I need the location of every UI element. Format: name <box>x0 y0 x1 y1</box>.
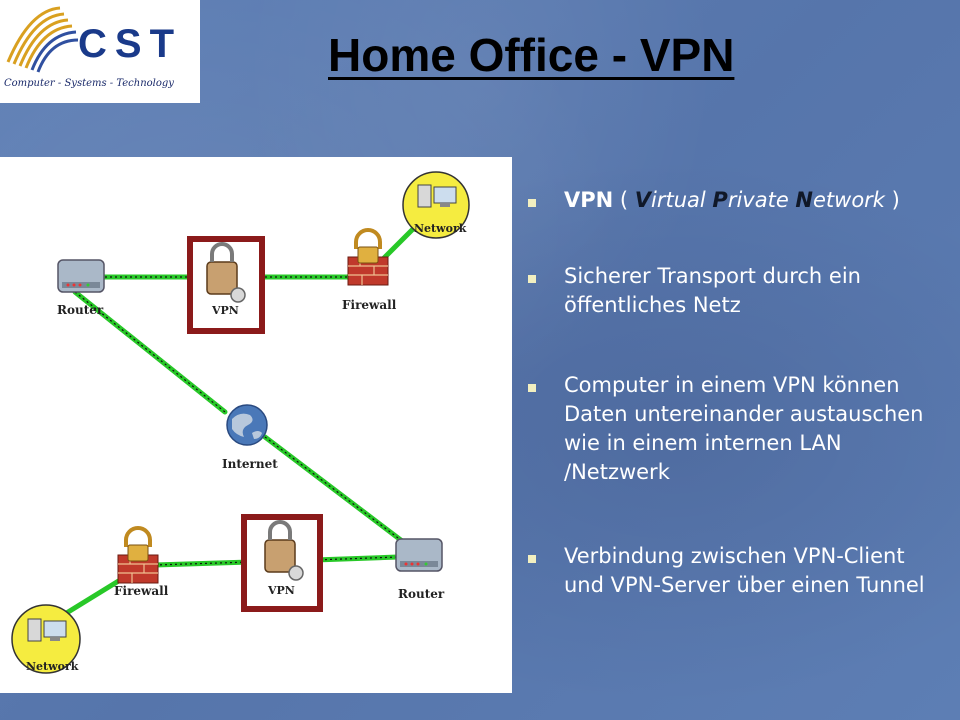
bullet-marker-icon <box>528 555 536 563</box>
bullet-text: Verbindung zwischen VPN-Client und VPN-S… <box>564 544 925 597</box>
diagram-drawing <box>11 171 470 674</box>
bullet-vpn-term: VPN <box>564 188 614 212</box>
logo-text: CST <box>78 22 182 66</box>
vpn-bottom-icon <box>241 514 323 612</box>
logo-swoosh-icon <box>6 6 79 73</box>
label-firewall-bottom: Firewall <box>114 584 169 598</box>
bullet-marker-icon <box>528 275 536 283</box>
label-vpn-top: VPN <box>212 304 239 317</box>
label-network-top: Network <box>414 222 467 235</box>
bullet-paren-open: ( <box>613 188 635 212</box>
bullet-text: Sicherer Transport durch ein öffentliche… <box>564 264 861 317</box>
bullet-marker-icon <box>528 199 536 207</box>
label-vpn-bottom: VPN <box>268 584 295 597</box>
bullet-data-exchange: Computer in einem VPN können Daten unter… <box>528 371 948 487</box>
bullet-marker-icon <box>528 384 536 392</box>
router-bottom-icon <box>395 538 443 572</box>
label-router-bottom: Router <box>398 587 445 601</box>
network-top-icon <box>402 171 470 239</box>
slide-title: Home Office - VPN <box>328 29 735 81</box>
internet-globe-icon <box>226 404 268 446</box>
bullet-initial-v: V <box>634 188 652 212</box>
bullet-tunnel: Verbindung zwischen VPN-Client und VPN-S… <box>528 542 948 600</box>
bullet-initial-n: N <box>795 188 813 212</box>
cst-logo: CST Computer - Systems - Technology <box>0 0 200 103</box>
bullet-text: Computer in einem VPN können Daten unter… <box>564 373 924 484</box>
label-firewall-top: Firewall <box>342 298 397 312</box>
logo-subtitle: Computer - Systems - Technology <box>4 78 174 89</box>
bullet-word-irtual: irtual <box>651 188 713 212</box>
label-router-top: Router <box>57 303 104 317</box>
router-top-icon <box>57 259 105 293</box>
vpn-top-icon <box>187 236 265 334</box>
firewall-bottom-icon <box>117 526 159 584</box>
bullet-secure-transport: Sicherer Transport durch ein öffentliche… <box>528 262 948 320</box>
bullet-word-etwork: etwork <box>813 188 885 212</box>
bullet-word-rivate: rivate <box>727 188 796 212</box>
firewall-top-icon <box>347 228 389 286</box>
bullet-paren-close: ) <box>884 188 900 212</box>
network-bottom-icon <box>11 604 81 674</box>
label-network-bottom: Network <box>26 660 79 673</box>
vpn-network-diagram: Router VPN Firewall Network Internet VPN… <box>0 157 512 693</box>
bullet-initial-p: P <box>712 188 728 212</box>
bullet-vpn-definition: VPN ( Virtual Private Network ) <box>528 186 900 215</box>
label-internet: Internet <box>222 457 278 471</box>
